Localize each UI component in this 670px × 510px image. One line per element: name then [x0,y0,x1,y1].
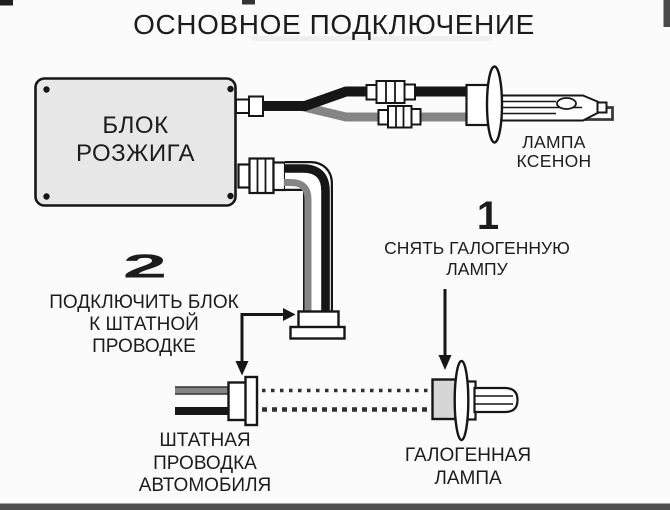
power-cable [284,161,333,312]
ballast-output-connector-top [235,95,264,117]
xenon-lamp-label: ЛАМПА КСЕНОН [516,132,592,171]
cable-plug [289,310,346,340]
halogen-lamp-icon [431,359,519,442]
step-2-instruction: ПОДКЛЮЧИТЬ БЛОК К ШТАТНОЙ ПРОВОДКЕ [49,292,239,357]
arrow-down-icon [438,289,452,370]
dotted-removal-lines [262,388,431,412]
step-2-number: 2 [122,248,168,286]
high-voltage-wire-gray [298,101,467,122]
screw-icon [227,85,234,93]
car-wiring-label: ШТАТНАЯ ПРОВОДКА АВТОМОБИЛЯ [138,430,272,496]
scan-artifacts [0,0,670,41]
ballast-block-label: БЛОК РОЗЖИГА [76,112,195,167]
screw-icon [43,86,50,93]
ballast-output-connector-bottom [237,157,287,195]
step-1-number: 1 [476,194,500,238]
halogen-lamp-label: ГАЛОГЕННАЯ ЛАМПА [404,445,532,489]
step-1-instruction: СНЯТЬ ГАЛОГЕННУЮ ЛАМПУ [384,238,570,279]
page-title: ОСНОВНОЕ ПОДКЛЮЧЕНИЕ [133,9,535,40]
high-voltage-wire-black [263,86,467,111]
inline-connector-top [365,80,416,104]
screw-icon [43,193,50,200]
bottom-crop-strip [0,503,670,510]
inline-connector-bottom [377,105,422,129]
elbow-arrow-icon [235,308,296,376]
screw-icon [227,192,234,200]
ballast-block [34,77,237,207]
car-wiring-plug [175,375,259,427]
xenon-lamp-icon [465,65,614,144]
